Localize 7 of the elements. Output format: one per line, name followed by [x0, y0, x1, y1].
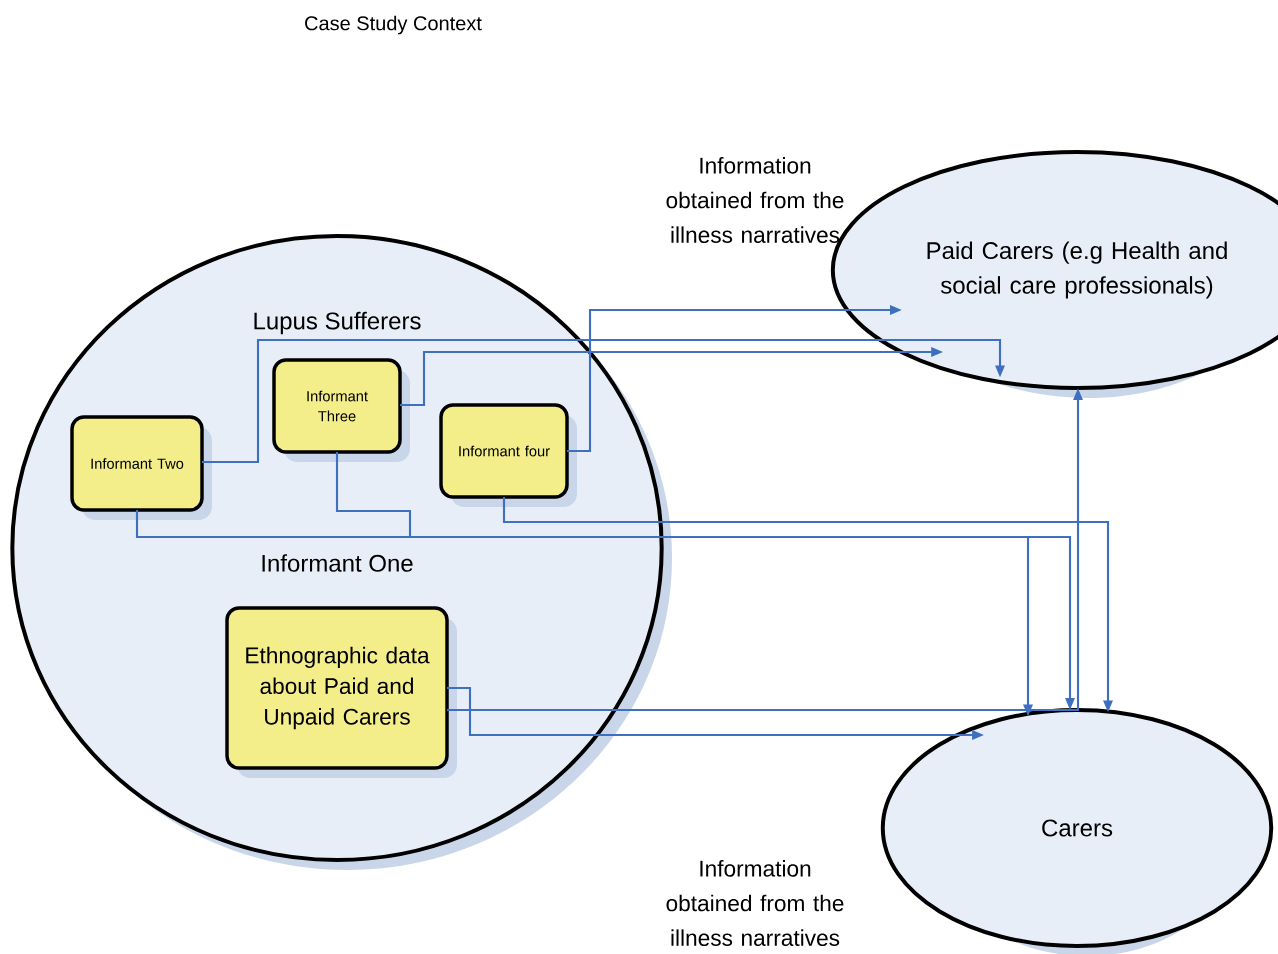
- rounded-box: Ethnographic data about Paid and Unpaid Carers: [225, 606, 457, 778]
- title: Case Study Context: [305, 15, 482, 35]
- rounded-box: Informant Three: [272, 358, 410, 462]
- rounded-box: Informant Two: [70, 415, 212, 520]
- rounded-box: Informant four: [439, 403, 577, 507]
- arrow: [202, 338, 1005, 464]
- ellipse-node: Carers: [880, 708, 1274, 954]
